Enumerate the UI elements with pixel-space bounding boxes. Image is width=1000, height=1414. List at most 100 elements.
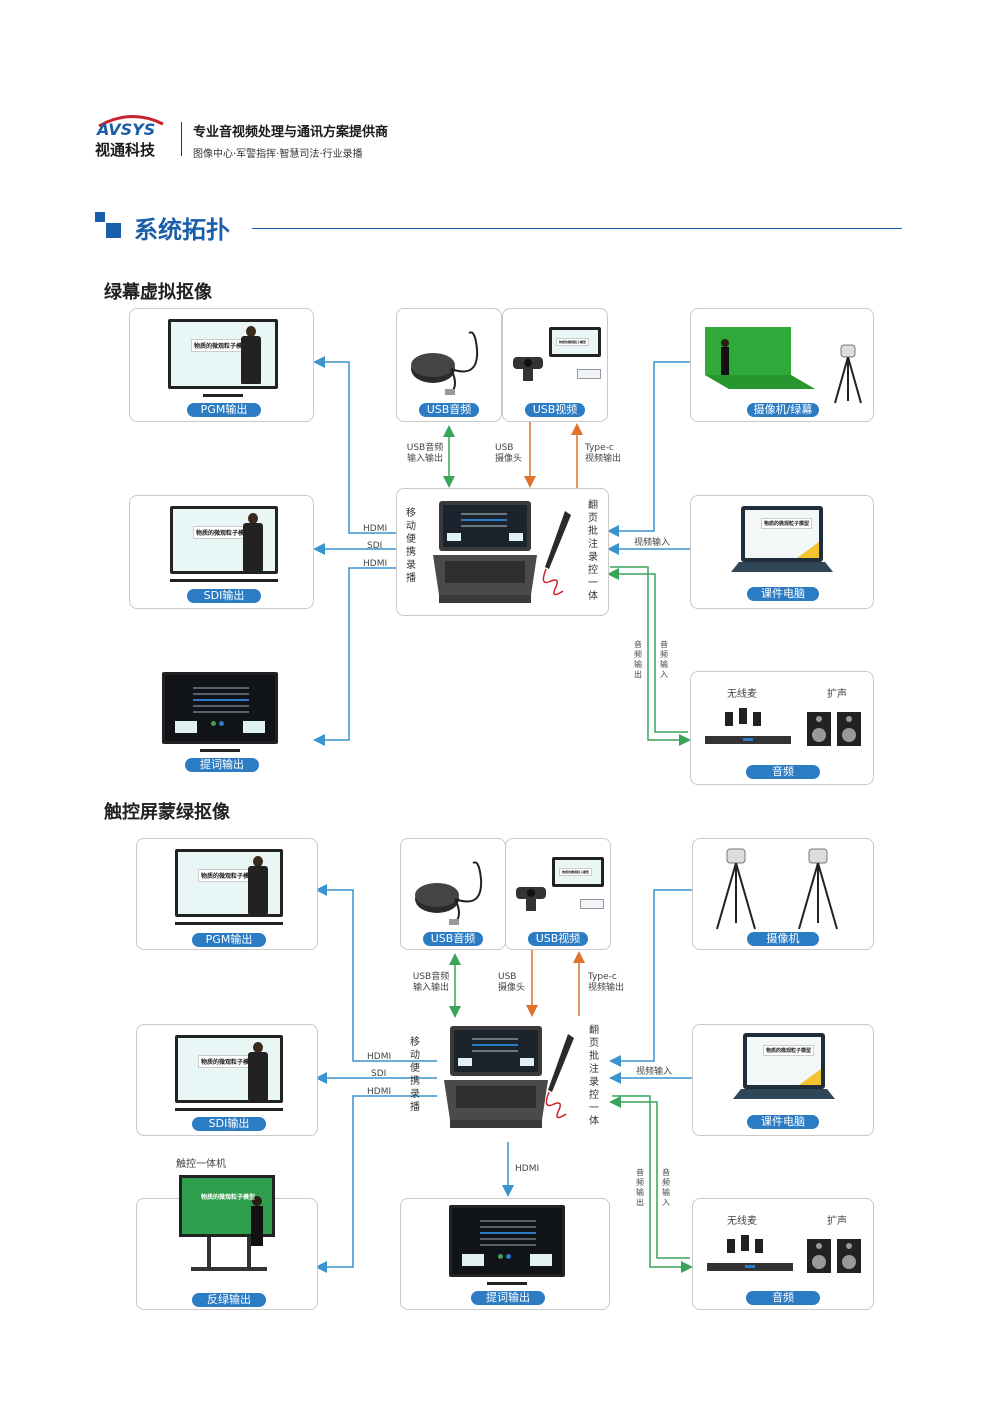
audio-out-label-2: 音频输出 — [636, 1168, 644, 1207]
slide-title: 物质的微观粒子模型 — [559, 868, 593, 876]
courseware-laptop-box: 物质的微观粒子模型 课件电脑 — [690, 495, 874, 609]
hdmi-label-1: HDMI — [363, 524, 388, 534]
audio-box-2: 无线麦 扩声 音频 — [692, 1198, 874, 1310]
speaker-label-2: 扩声 — [827, 1216, 847, 1227]
usb-cable-icon — [577, 369, 601, 379]
typec-line1-2: Type-c — [588, 972, 617, 982]
brand-logo: AVSYS 视通科技 — [95, 112, 167, 160]
pgm-tv: 物质的微观粒子模型 — [168, 319, 278, 397]
pgm-output-box: 物质的微观粒子模型 PGM输出 — [129, 308, 314, 422]
laptop-icon — [733, 1033, 835, 1099]
usb-io-line1: USB音频 — [406, 443, 444, 453]
sdi-tv: 物质的微观粒子模型 — [170, 506, 278, 582]
speaker-label: 扩声 — [827, 689, 847, 700]
audio-label: 音频 — [746, 765, 820, 779]
audio-label-2: 音频 — [746, 1291, 820, 1305]
speaker-icon — [807, 1239, 861, 1273]
green-screen-camera-icon — [705, 327, 862, 404]
usb-cam-line1: USB — [495, 443, 514, 453]
laptop-label-2: 课件电脑 — [747, 1115, 819, 1129]
hdmi-down-label: HDMI — [515, 1164, 540, 1174]
usb-video-label: USB视频 — [525, 403, 585, 417]
pgm-label: PGM输出 — [187, 403, 261, 417]
audio-in-label-2: 音频输入 — [662, 1168, 670, 1207]
brand-latin: AVSYS — [97, 120, 156, 139]
brand-cn: 视通科技 — [95, 141, 156, 159]
recorder-label-2: 移动便携录播 — [410, 1037, 420, 1113]
speaker-icon — [807, 712, 861, 746]
usb-io-caption: USB音频 输入输出 — [400, 443, 450, 465]
section-square-icon — [95, 212, 105, 222]
usb-io-caption-2: USB音频 输入输出 — [406, 972, 456, 994]
sdi-label: SDI输出 — [187, 589, 261, 603]
slide-title: 物质的微观粒子模型 — [198, 869, 259, 882]
sdi-tv-2: 物质的微观粒子模型 — [175, 1035, 283, 1111]
sdi-line-label-2: SDI — [371, 1069, 387, 1079]
typec-caption: Type-c 视频输出 — [585, 443, 621, 465]
touch-device-name: 触控一体机 — [176, 1159, 226, 1170]
pgm-output-box-2: 物质的微观粒子模型 PGM输出 — [136, 838, 318, 950]
wireless-mic-label-2: 无线麦 — [727, 1216, 757, 1227]
slide-title: 物质的微观粒子模型 — [556, 338, 590, 346]
prompter-tv — [162, 672, 278, 752]
usb-video-label-2: USB视频 — [528, 932, 588, 946]
usb-io-line2-2: 输入输出 — [412, 983, 449, 993]
usb-microphone-icon — [415, 861, 483, 925]
usb-microphone-icon — [411, 331, 479, 395]
camera-greenscreen-box: 摄像机/绿幕 — [690, 308, 874, 422]
usb-video-box: 物质的微观粒子模型 USB视频 — [502, 308, 608, 422]
diagram1-title: 绿幕虚拟抠像 — [104, 282, 212, 303]
diagram2-title: 触控屏蒙绿抠像 — [104, 802, 230, 823]
sdi-output-box: 物质的微观粒子模型 SDI输出 — [129, 495, 314, 609]
typec-caption-2: Type-c 视频输出 — [588, 972, 624, 994]
section-title: 系统拓扑 — [134, 216, 230, 244]
usb-video-tv-2: 物质的微观粒子模型 — [552, 857, 604, 895]
touch-panel-icon — [179, 1175, 275, 1271]
camera-greenscreen-label: 摄像机/绿幕 — [747, 403, 819, 417]
subtagline: 图像中心·军警指挥·智慧司法·行业录播 — [193, 149, 363, 160]
logo-swoosh-icon — [98, 114, 164, 128]
portable-recorder-icon — [433, 501, 537, 603]
usb-cam-caption: USB 摄像头 — [495, 443, 522, 465]
laptop-icon — [731, 506, 833, 572]
slide-title: 物质的微观粒子模型 — [191, 339, 252, 352]
sdi-output-box-2: 物质的微观粒子模型 SDI输出 — [136, 1024, 318, 1136]
typec-line1: Type-c — [585, 443, 614, 453]
pgm-label-2: PGM输出 — [192, 933, 266, 947]
usb-cam-caption-2: USB 摄像头 — [498, 972, 525, 994]
tagline: 专业音视频处理与通讯方案提供商 — [193, 125, 389, 140]
usb-cam-line2-2: 摄像头 — [498, 983, 526, 993]
video-in-label: 视频输入 — [634, 538, 671, 548]
usb-audio-box-2: USB音频 — [400, 838, 506, 950]
pen-label-2: 翻页批注录控一体 — [589, 1025, 599, 1127]
hdmi-label-2a: HDMI — [367, 1052, 392, 1062]
usb-video-tv: 物质的微观粒子模型 — [549, 327, 601, 365]
annotation-pen-icon — [545, 1034, 574, 1119]
ptz-camera-tripod-icon — [716, 848, 838, 930]
typec-line2: 视频输出 — [585, 454, 622, 464]
prompter-label: 提词输出 — [185, 758, 259, 772]
usb-cam-line1-2: USB — [498, 972, 517, 982]
video-in-label-2: 视频输入 — [636, 1067, 673, 1077]
wireless-mic-icon — [707, 1235, 793, 1271]
camera-box: 摄像机 — [692, 838, 874, 950]
slide-title: 物质的微观粒子模型 — [763, 1045, 815, 1056]
usb-audio-box: USB音频 — [396, 308, 502, 422]
usb-cable-icon — [580, 899, 604, 909]
header-divider — [181, 122, 182, 156]
slide-title: 物质的微观粒子模型 — [201, 1194, 256, 1201]
annotation-pen-icon — [542, 511, 571, 596]
sdi-line-label: SDI — [367, 541, 383, 551]
touch-output-label: 反绿输出 — [192, 1293, 266, 1307]
prompter-tv-2 — [449, 1205, 565, 1285]
webcam-icon — [516, 887, 546, 911]
sdi-label-2: SDI输出 — [192, 1117, 266, 1131]
usb-audio-label-2: USB音频 — [423, 932, 483, 946]
prompter-output-box-2: 提词输出 — [400, 1198, 610, 1310]
audio-in-label: 音频输入 — [660, 640, 668, 679]
recorder-box: 移动便携录播 翻页批注录控一体 — [396, 488, 609, 616]
slide-title: 物质的微观粒子模型 — [761, 518, 813, 529]
section-square-icon-2 — [106, 223, 121, 238]
